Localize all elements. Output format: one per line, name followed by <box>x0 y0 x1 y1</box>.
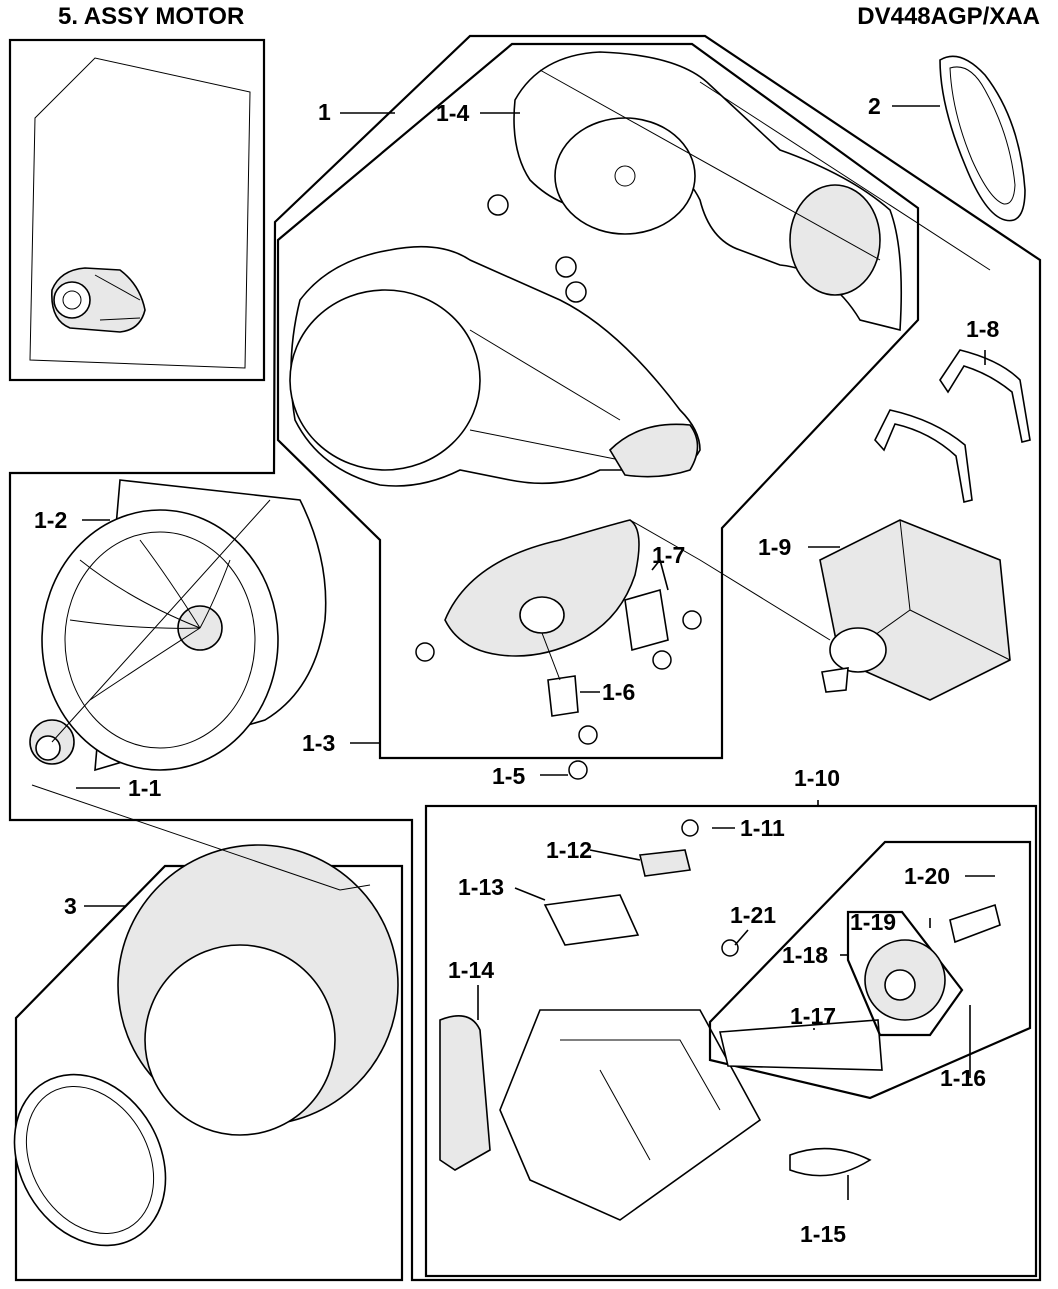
label-1-6: 1-6 <box>602 679 635 705</box>
motor-bracket-group <box>424 804 1038 1278</box>
label-1-5: 1-5 <box>492 763 525 789</box>
impeller-drawing <box>29 479 327 772</box>
label-1-10: 1-10 <box>794 765 840 791</box>
drive-belt-drawing <box>939 55 1026 222</box>
motor-drawing <box>819 519 1011 701</box>
label-1-16: 1-16 <box>940 1065 986 1091</box>
label-2: 2 <box>868 93 881 119</box>
label-1: 1 <box>318 99 331 125</box>
idler-pulley-group <box>708 840 1032 1100</box>
model-number: DV448AGP/XAA <box>857 3 1040 30</box>
diagram-title: 5. ASSY MOTOR <box>58 3 244 30</box>
rear-housing-drawing <box>513 51 991 332</box>
motor-clamps-drawing <box>874 349 1031 503</box>
blower-ring-drawing <box>13 784 404 1282</box>
label-1-17: 1-17 <box>790 1003 836 1029</box>
label-1-20: 1-20 <box>904 863 950 889</box>
label-1-8: 1-8 <box>966 316 999 342</box>
label-1-7: 1-7 <box>652 542 685 568</box>
housing-group-frame <box>8 34 1042 1282</box>
label-1-9: 1-9 <box>758 534 791 560</box>
label-1-13: 1-13 <box>458 874 504 900</box>
housing-screws <box>487 194 587 303</box>
label-1-2: 1-2 <box>34 507 67 533</box>
part-labels: 1 1-1 1-2 1-3 1-4 1-5 1-6 1-7 1-8 1-9 1-… <box>34 93 999 1247</box>
label-1-18: 1-18 <box>782 942 828 968</box>
label-1-19: 1-19 <box>850 909 896 935</box>
housing-halves-frame <box>276 42 920 760</box>
label-3: 3 <box>64 893 77 919</box>
front-housing-drawing <box>289 245 701 487</box>
label-1-14: 1-14 <box>448 957 494 983</box>
label-1-11: 1-11 <box>740 815 785 841</box>
leader-lines <box>76 105 995 1200</box>
label-1-4: 1-4 <box>436 100 469 126</box>
label-1-12: 1-12 <box>546 837 592 863</box>
thermostat-bracket-drawing <box>415 519 831 780</box>
label-1-1: 1-1 <box>128 775 161 801</box>
label-1-21: 1-21 <box>730 902 776 928</box>
assembly-thumbnail <box>8 38 266 382</box>
label-1-3: 1-3 <box>302 730 335 756</box>
label-1-15: 1-15 <box>800 1221 846 1247</box>
